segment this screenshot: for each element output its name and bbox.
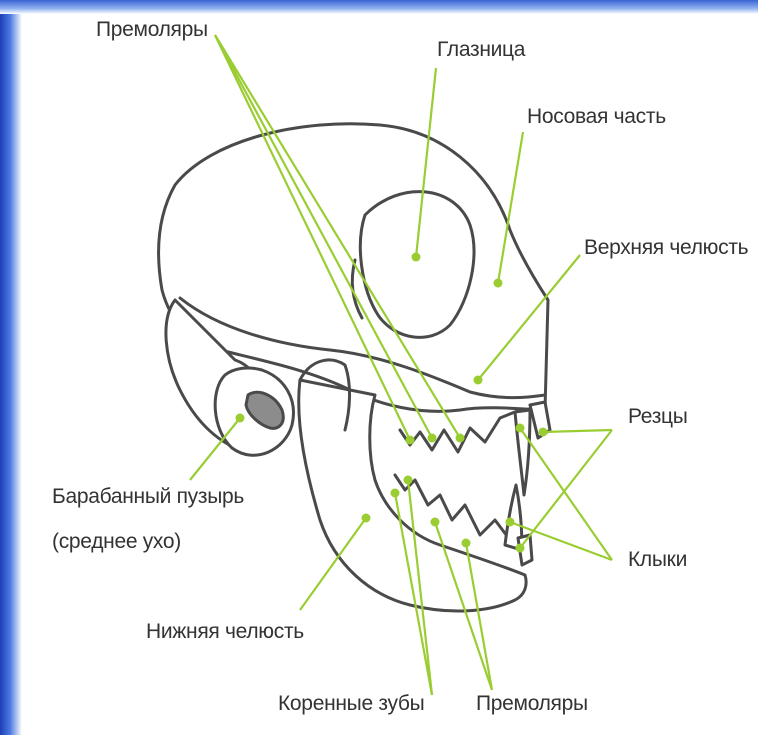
label-orbit: Глазница [437,38,525,62]
dot-molar-2 [404,476,413,485]
dot-maxilla [474,376,483,385]
label-nasal: Носовая часть [527,105,666,129]
dot-premolar-top-1 [428,434,437,443]
dot-molar-1 [391,489,400,498]
dot-canine-upper [516,424,525,433]
dot-premolar-bottom-1 [431,518,440,527]
mandible [299,380,526,611]
label-tympanic-line2: (среднее ухо) [52,530,181,554]
line-incisors-1 [543,430,612,432]
dot-premolar-top-3 [406,436,415,445]
dot-nasal [494,279,503,288]
label-canines: Клыки [628,548,687,572]
label-tympanic-line1: Барабанный пузырь [52,485,244,509]
label-maxilla: Верхняя челюсть [584,236,748,260]
label-premolars-bottom: Премоляры [476,692,588,716]
dot-incisor-upper [539,428,548,437]
upper-canine [515,410,530,495]
dot-premolar-top-2 [456,434,465,443]
dot-tympanic [236,414,245,423]
dot-orbit [412,253,421,262]
skull-outline [158,124,550,611]
dot-mandible [362,514,371,523]
dot-incisor-lower [516,544,525,553]
label-incisors: Резцы [628,405,688,429]
label-molars: Коренные зубы [278,692,424,716]
dot-canine-lower [506,518,515,527]
orbit-outline [360,192,474,338]
label-mandible: Нижняя челюсть [146,620,304,644]
dot-premolar-bottom-2 [462,539,471,548]
label-premolars-top: Премоляры [96,18,208,42]
